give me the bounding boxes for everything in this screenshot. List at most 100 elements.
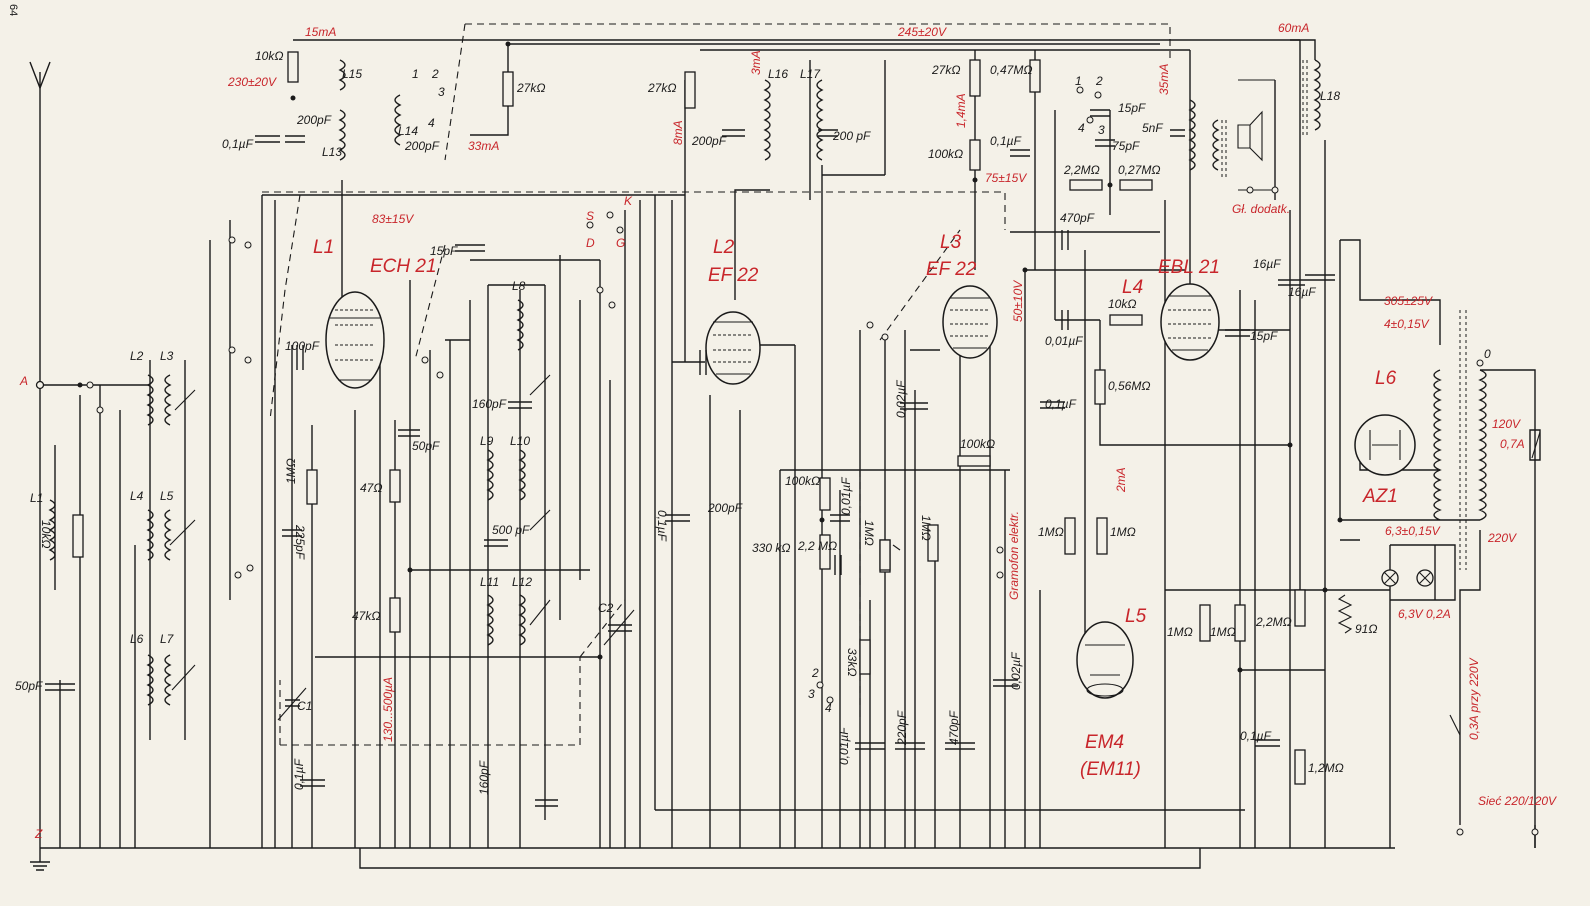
capacitor-label: 0,1µF [222, 137, 254, 151]
coil-label: L8 [512, 279, 526, 293]
capacitor-label: 16µF [1253, 257, 1281, 271]
selector-contact-label: G [616, 236, 625, 250]
capacitor-label: 0,01µF [1045, 334, 1083, 348]
tap-220-label: 220V [1487, 531, 1517, 545]
tube-l6-type: AZ1 [1362, 486, 1398, 507]
variable-capacitors [169, 374, 635, 721]
resistor-label: 33kΩ [845, 648, 859, 676]
capacitor-label: 200pF [296, 113, 332, 127]
tube-l1-ech21 [325, 291, 385, 389]
capacitor-label: 5nF [1142, 121, 1163, 135]
resistor-label: 1MΩ [1038, 525, 1064, 539]
resistor-label: 100kΩ [785, 474, 820, 488]
resistor-label: 47kΩ [352, 609, 380, 623]
gramophone-label: Gramofon elektr. [1007, 511, 1021, 600]
measurements: 15mA 230±20V 245±20V 60mA 3mA 33mA 8mA 1… [227, 21, 1441, 742]
resistor-label: 2,2MΩ [1063, 163, 1100, 177]
tube-l2-type: EF 22 [708, 265, 759, 286]
resistor-label: 100kΩ [960, 437, 995, 451]
capacitor-label: 15pF [430, 244, 458, 258]
capacitor-label: 0,02µF [894, 380, 908, 418]
switch-contact-label: 3 [808, 687, 815, 701]
switch-contact-label: 2 [431, 67, 439, 81]
switch-contact-label: 4 [1078, 121, 1085, 135]
junction-dots [77, 41, 1343, 673]
capacitor-label: 160pF [477, 760, 491, 795]
tube-l4-id: L4 [1122, 277, 1143, 298]
tube-l3-ef22 [942, 285, 998, 359]
capacitor-label: 0,1µF [990, 134, 1022, 148]
coil-label: L11 [480, 575, 499, 589]
measurement: 15mA [305, 25, 336, 39]
measurement: 8mA [671, 120, 685, 145]
switch-contacts [86, 86, 1279, 704]
extra-speaker-label: Gł. dodatk. [1232, 202, 1290, 216]
page-number: 64 [7, 4, 19, 16]
antenna [29, 61, 51, 390]
capacitor-labels: 0,1µF 200pF 200pF 200pF 200 pF 0,1µF 5nF… [15, 101, 1316, 795]
capacitor-label: 200 pF [832, 129, 871, 143]
coil-label: L4 [130, 489, 144, 503]
resistor-label: 1MΩ [1110, 525, 1136, 539]
capacitor-label: 470pF [1060, 211, 1095, 225]
resistor-label: 1MΩ [1167, 625, 1193, 639]
coil-label: L1 [30, 491, 43, 505]
coil-label: L15 [342, 67, 362, 81]
measurement: 305±25V [1384, 294, 1433, 308]
resistor-label: 1,2MΩ [1308, 761, 1344, 775]
switch-contact-label: 4 [428, 116, 435, 130]
ground-symbol [30, 848, 50, 871]
measurement: 75±15V [985, 171, 1027, 185]
capacitor-label: 50pF [15, 679, 43, 693]
coil-label: L13 [322, 145, 342, 159]
coil-label: L7 [160, 632, 175, 646]
switch-contact-label: 1 [412, 67, 419, 81]
coil-label: L17 [800, 67, 821, 81]
capacitor-label: 200pF [707, 501, 743, 515]
capacitor-label: 75pF [1112, 139, 1140, 153]
capacitor-label: 200pF [691, 134, 727, 148]
tube-l1-id: L1 [313, 237, 334, 258]
tube-l2-id: L2 [713, 237, 735, 258]
coil-label: L6 [130, 632, 144, 646]
capacitor-label: 225pF [293, 524, 307, 560]
selector-contact-label: K [624, 194, 633, 208]
tube-l5-em4 [1076, 621, 1134, 699]
coil-label: L9 [480, 434, 494, 448]
capacitor-label: 0,01µF [837, 727, 851, 765]
coil-label: L18 [1320, 89, 1340, 103]
capacitor-label: 100pF [285, 339, 320, 353]
coil-label: L2 [130, 349, 144, 363]
resistor-label: 1MΩ [284, 458, 298, 484]
capacitors [45, 109, 1335, 807]
coil-label: L14 [398, 124, 418, 138]
pilot-lamp-label: 6,3V 0,2A [1398, 607, 1451, 621]
tube-l5-type: EM4 [1085, 732, 1124, 753]
resistor-label: 91Ω [1355, 622, 1377, 636]
variable-cap-label: C1 [297, 699, 312, 713]
tube-l5-id: L5 [1125, 606, 1147, 627]
switch-contact-label: 2 [1095, 74, 1103, 88]
capacitor-label: 220pF [895, 710, 909, 746]
resistor-labels: 10kΩ 10kΩ 27kΩ 27kΩ 27kΩ 0,47MΩ 100kΩ 1M… [39, 49, 1377, 775]
switch-contact-label: 1 [1075, 74, 1082, 88]
capacitor-label: 50pF [412, 439, 440, 453]
switch-contact-label: 4 [825, 701, 832, 715]
fuse-label: 0,3A przy 220V [1467, 657, 1481, 740]
coil-label: L3 [160, 349, 174, 363]
coil-label: L16 [768, 67, 788, 81]
coil-label: L5 [160, 489, 174, 503]
coil-label: L12 [512, 575, 532, 589]
measurement: 230±20V [227, 75, 277, 89]
resistor-label: 10kΩ [255, 49, 283, 63]
resistor-label: 1MΩ [919, 515, 933, 541]
resistor-label: 2,2MΩ [1255, 615, 1292, 629]
tap-120-label: 120V [1492, 417, 1521, 431]
resistor-label: 1MΩ [862, 520, 876, 546]
capacitor-label: 15pF [1118, 101, 1146, 115]
resistor-label: 2,2 MΩ [797, 539, 837, 553]
resistor-label: 47Ω [360, 481, 382, 495]
resistor-label: 0,47MΩ [990, 63, 1032, 77]
capacitor-label: 16µF [1288, 285, 1316, 299]
